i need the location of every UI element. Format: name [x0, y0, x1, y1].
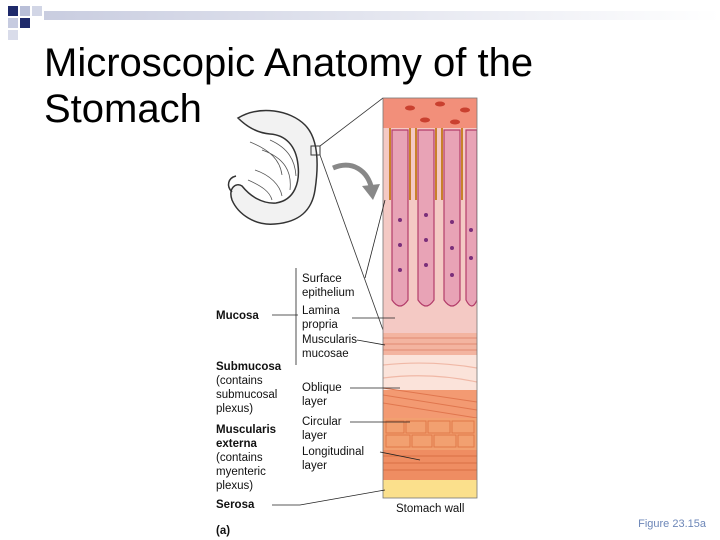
label-oblique-1: Oblique [302, 382, 342, 395]
label-submucosa-sub2: submucosal [216, 389, 277, 402]
label-oblique-2: layer [302, 396, 327, 409]
label-submucosa: Submucosa [216, 361, 281, 374]
label-submucosa-sub3: plexus) [216, 403, 253, 416]
label-lamina-1: Lamina [302, 305, 340, 318]
label-surface-2: epithelium [302, 287, 354, 300]
label-muscularis-1: Muscularis [216, 424, 276, 437]
label-stomach-wall: Stomach wall [396, 503, 464, 516]
label-muscularis-sub2: myenteric [216, 466, 266, 479]
tissue-block [383, 98, 477, 498]
label-serosa: Serosa [216, 499, 254, 512]
label-muscularis-2: externa [216, 438, 257, 451]
label-musc-mucosae-1: Muscularis [302, 334, 357, 347]
label-muscularis-sub3: plexus) [216, 480, 253, 493]
label-mucosa: Mucosa [216, 310, 259, 323]
panel-letter: (a) [216, 525, 230, 538]
figure-caption: Figure 23.15a [638, 518, 706, 530]
label-longitudinal-2: layer [302, 460, 327, 473]
label-surface-1: Surface [302, 273, 342, 286]
label-musc-mucosae-2: mucosae [302, 348, 349, 361]
label-circular-1: Circular [302, 416, 342, 429]
label-longitudinal-1: Longitudinal [302, 446, 364, 459]
label-submucosa-sub1: (contains [216, 375, 263, 388]
label-lamina-2: propria [302, 319, 338, 332]
label-muscularis-sub1: (contains [216, 452, 263, 465]
label-circular-2: layer [302, 430, 327, 443]
